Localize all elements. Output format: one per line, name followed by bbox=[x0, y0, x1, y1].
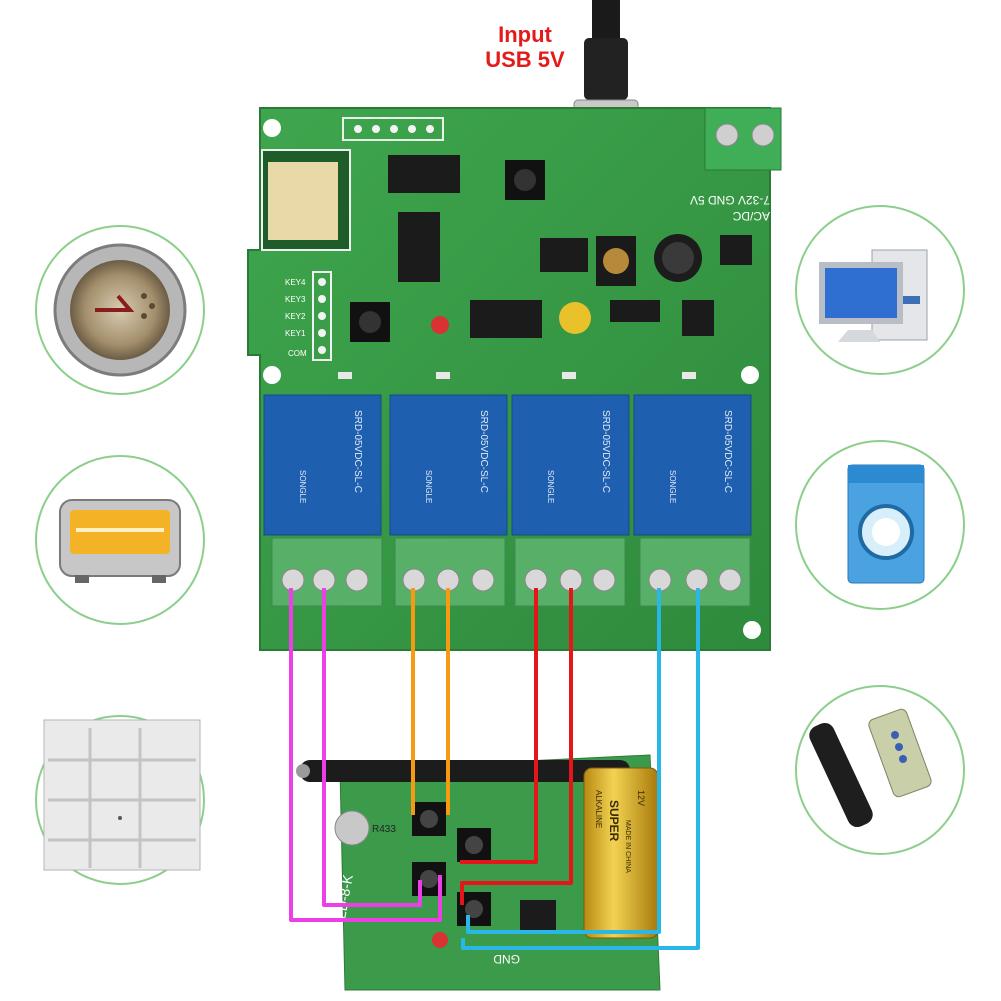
relay-3-brand: SONGLE bbox=[546, 470, 555, 503]
acdc-label: AC/DC bbox=[732, 209, 770, 223]
wire-red-1 bbox=[460, 588, 538, 864]
key1-label: KEY1 bbox=[285, 329, 306, 338]
wifi-module bbox=[261, 149, 351, 251]
battery-voltage: 12V bbox=[636, 790, 646, 806]
crystal-label: R433 bbox=[372, 824, 396, 835]
remote-model-label: ZD-8-K bbox=[332, 873, 356, 921]
gnd-label: GND bbox=[493, 952, 520, 966]
remote-controls-circle bbox=[795, 685, 965, 855]
wire-cyan-2 bbox=[461, 588, 700, 950]
relay-4: SRD-05VDC-SL-C SONGLE bbox=[633, 394, 752, 536]
wire-red-2 bbox=[460, 588, 573, 905]
key-header: KEY4 KEY3 KEY2 KEY1 COM bbox=[285, 271, 332, 361]
com-label: COM bbox=[288, 349, 307, 358]
relay-2-brand: SONGLE bbox=[424, 470, 433, 503]
battery: SUPER 12V MADE IN CHINA ALKALINE bbox=[583, 767, 659, 939]
relay-3: SRD-05VDC-SL-C SONGLE bbox=[511, 394, 630, 536]
relay-board: KEY4 KEY3 KEY2 KEY1 COM 7-32V GND 5V AC/… bbox=[247, 107, 782, 651]
elevator-button-circle bbox=[35, 225, 205, 395]
relay-2: SRD-05VDC-SL-C SONGLE bbox=[389, 394, 508, 536]
terminal-block-4 bbox=[639, 537, 751, 607]
battery-brand: SUPER bbox=[607, 800, 621, 842]
washing-machine-circle bbox=[795, 440, 965, 610]
key2-label: KEY2 bbox=[285, 312, 306, 321]
toaster-oven-circle bbox=[35, 455, 205, 625]
wires bbox=[289, 588, 700, 950]
battery-origin: MADE IN CHINA bbox=[624, 820, 631, 873]
garage-door-circle bbox=[35, 715, 205, 885]
remote-board: R433 ZD-8-K GND SUPER 12V MADE IN CHINA … bbox=[296, 754, 661, 991]
key-fob-remote-icon bbox=[868, 708, 932, 798]
input-label-line2: USB 5V bbox=[485, 47, 565, 72]
tv-remote-icon bbox=[809, 722, 873, 828]
wire-magenta-2 bbox=[322, 588, 422, 907]
battery-type: ALKALINE bbox=[594, 790, 603, 828]
relay-1-model: SRD-05VDC-SL-C bbox=[352, 410, 363, 493]
relay-3-model: SRD-05VDC-SL-C bbox=[600, 410, 611, 493]
garage-door-icon bbox=[43, 719, 201, 871]
input-label-line1: Input bbox=[498, 22, 552, 47]
key3-label: KEY3 bbox=[285, 295, 306, 304]
wire-cyan-1 bbox=[466, 588, 661, 934]
crystal: R433 bbox=[334, 810, 396, 846]
key4-label: KEY4 bbox=[285, 278, 306, 287]
power-terminal: 7-32V GND 5V AC/DC bbox=[690, 107, 782, 223]
relay-1: SRD-05VDC-SL-C SONGLE bbox=[263, 394, 382, 536]
power-label: 7-32V GND 5V bbox=[690, 193, 770, 207]
relay-1-brand: SONGLE bbox=[298, 470, 307, 503]
relay-4-model: SRD-05VDC-SL-C bbox=[722, 410, 733, 493]
monitor-icon bbox=[819, 262, 903, 324]
relay-4-brand: SONGLE bbox=[668, 470, 677, 503]
antenna-coil bbox=[300, 760, 630, 782]
terminal-block-1 bbox=[271, 537, 383, 607]
wire-magenta-1 bbox=[289, 588, 442, 922]
desktop-computer-circle bbox=[795, 205, 965, 375]
input-usb-label: Input USB 5V bbox=[455, 22, 595, 72]
relay-2-model: SRD-05VDC-SL-C bbox=[478, 410, 489, 493]
